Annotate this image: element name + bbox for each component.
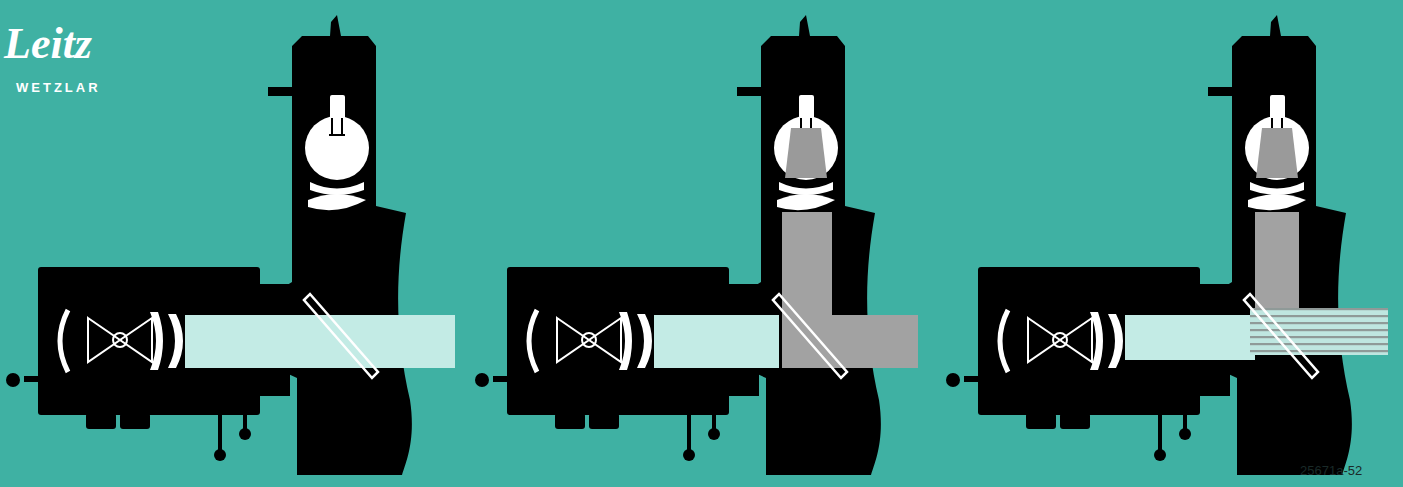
brand-city: WETZLAR: [16, 80, 101, 95]
panel-transmitted: [6, 15, 455, 475]
panel-combined: [946, 15, 1388, 475]
brand-logo: Leitz: [4, 18, 92, 69]
panel-incident: [475, 15, 918, 475]
print-number: 25671a-52: [1300, 463, 1362, 478]
